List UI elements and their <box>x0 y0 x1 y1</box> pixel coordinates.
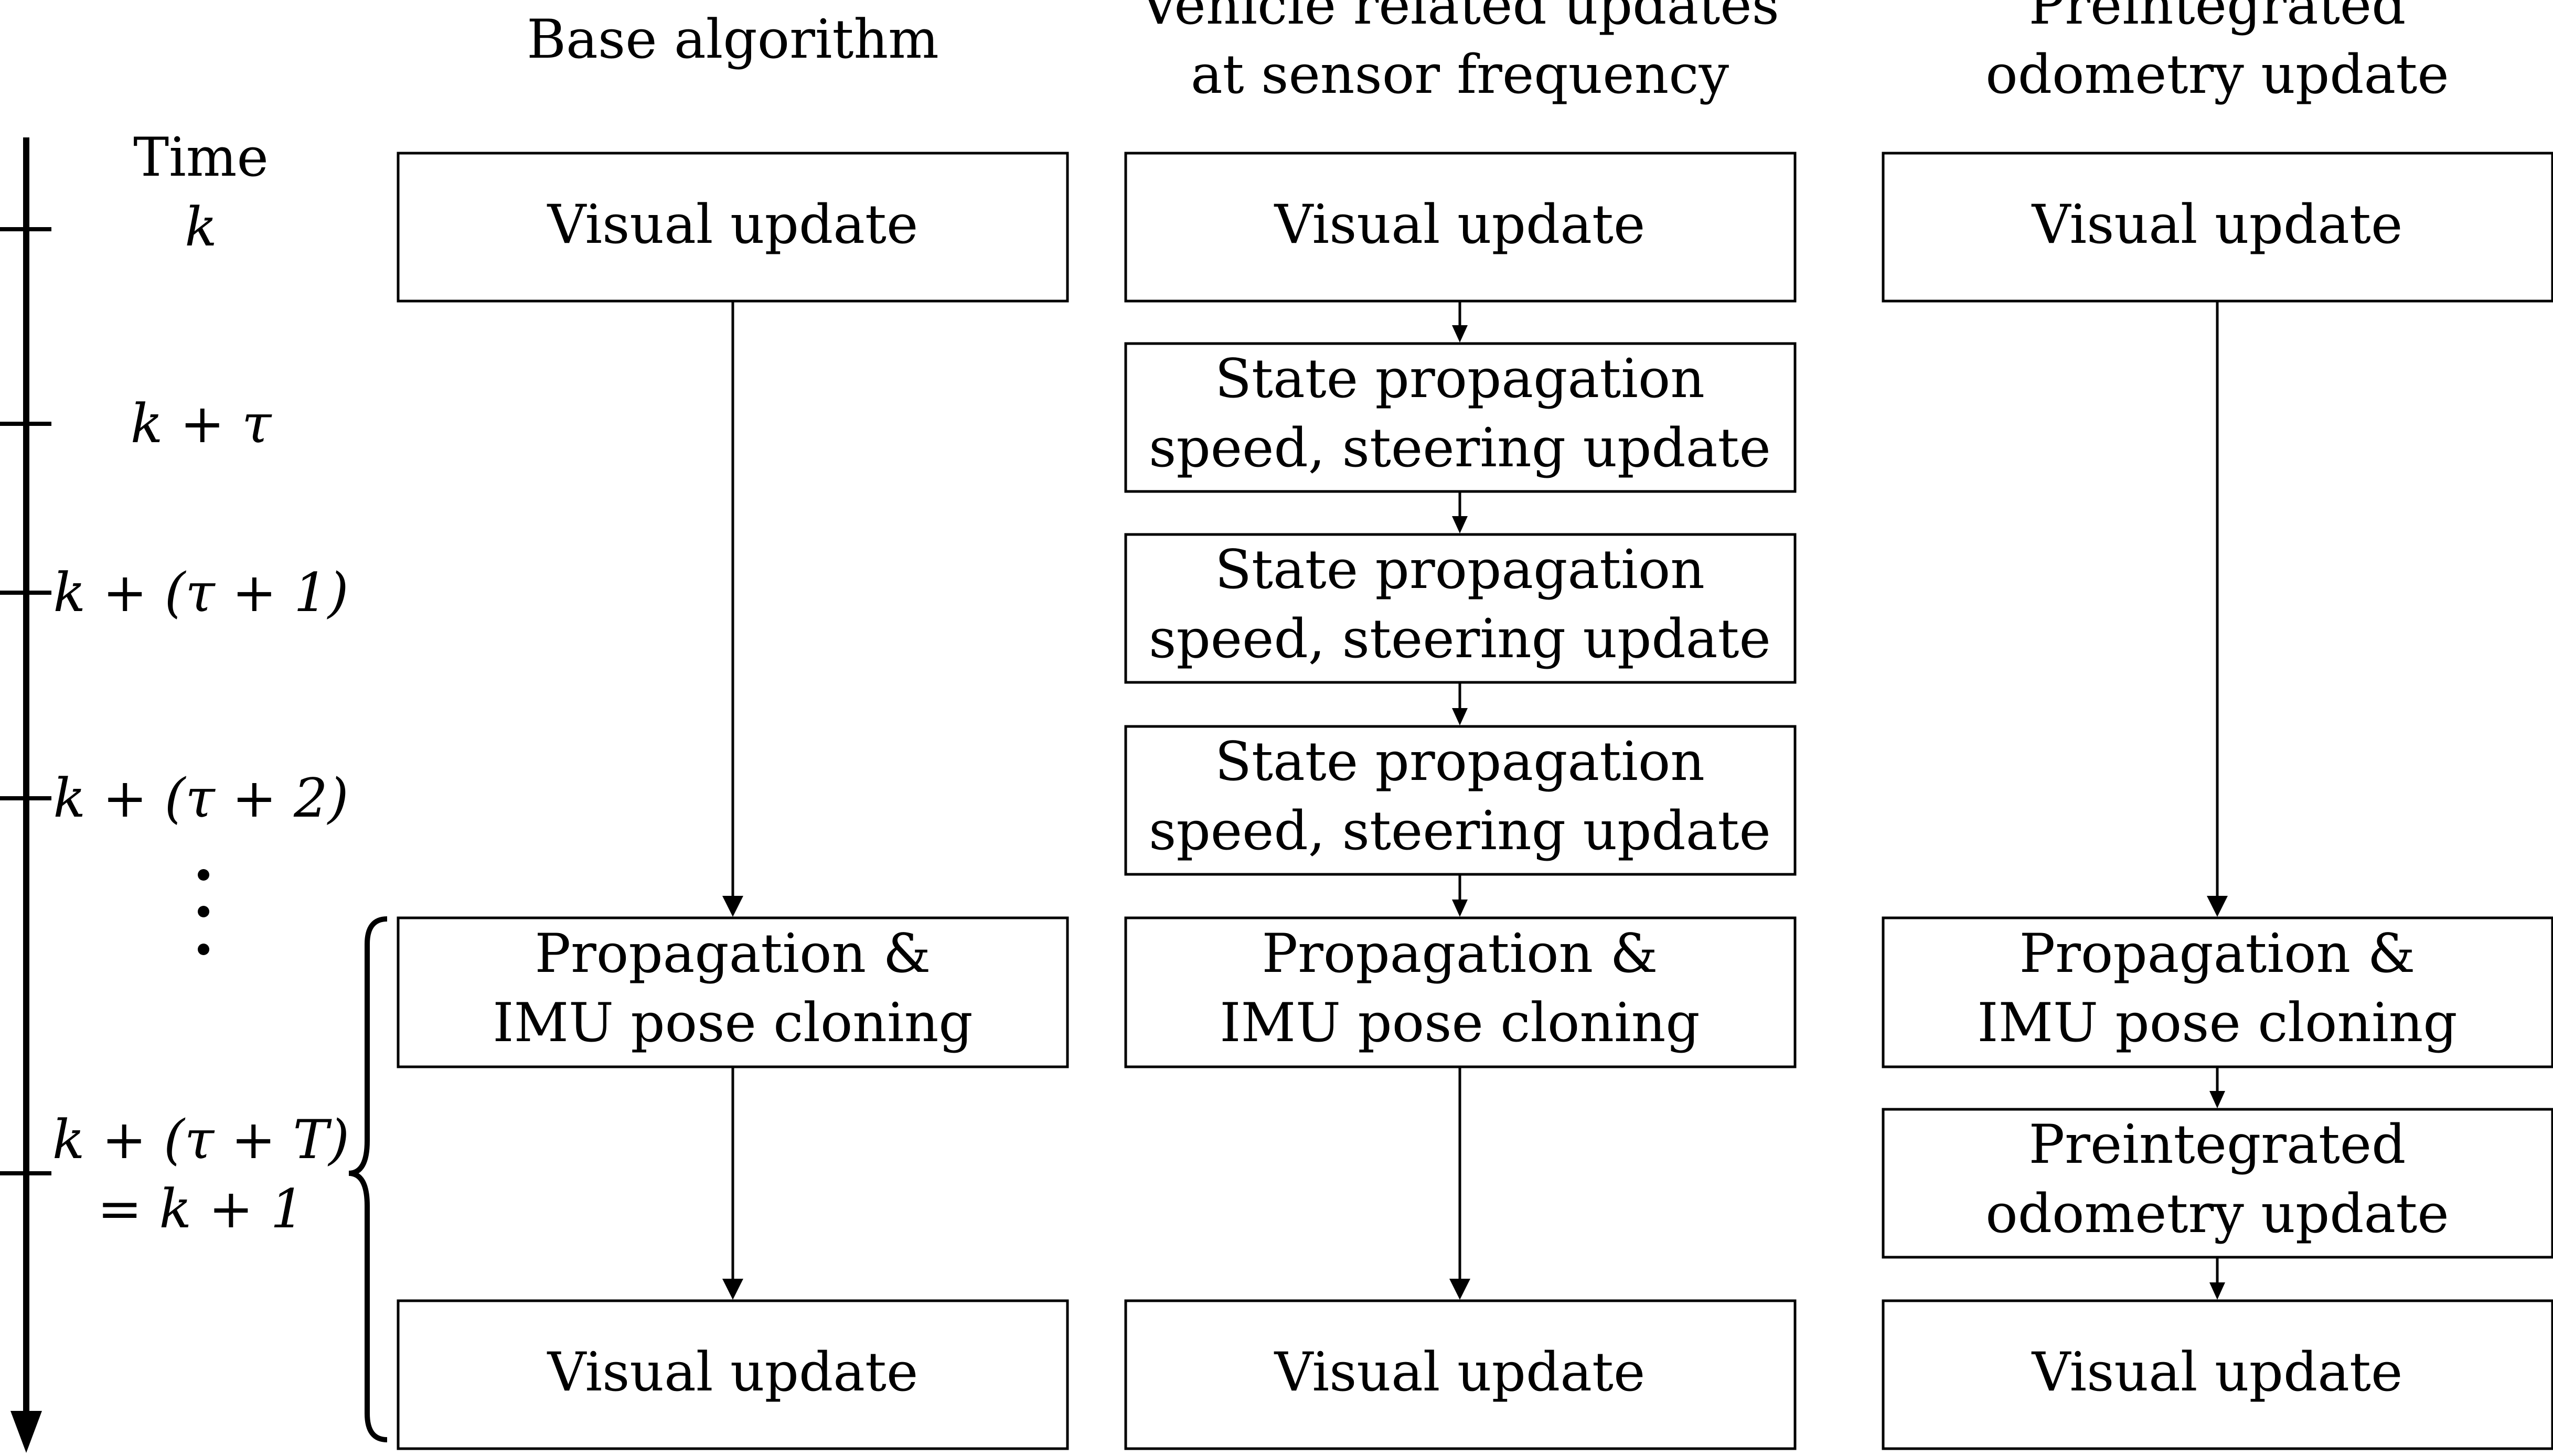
header-preintegrated-odometry: Preintegrated odometry update <box>1985 0 2449 106</box>
text-line: k + (τ + T) <box>52 1109 349 1171</box>
text-line: Vehicle related updates <box>1140 0 1779 37</box>
text-line: Propagation & <box>2020 923 2416 985</box>
text-line: Preintegrated <box>2029 0 2406 37</box>
text-line: Propagation & <box>535 923 931 985</box>
vehicle-state-propagation-2: State propagation speed, steering update <box>1124 533 1797 684</box>
time-label-k-tau-1: k + (τ + 1) <box>53 562 348 624</box>
box-label: Visual update <box>1274 1341 1646 1404</box>
text-line: State propagation <box>1215 539 1705 601</box>
text-line: IMU pose cloning <box>493 992 973 1054</box>
text-line: speed, steering update <box>1149 417 1771 479</box>
box-label: Visual update <box>1274 194 1646 256</box>
time-label-k-tau-T: k + (τ + T) = k + 1 <box>52 1109 349 1240</box>
text-line: k + (τ + 1) <box>53 562 348 624</box>
box-label: Visual update <box>547 194 918 256</box>
base-propagation-cloning: Propagation & IMU pose cloning <box>397 916 1069 1068</box>
text-line: Time <box>133 126 269 189</box>
base-visual-update-top: Visual update <box>397 152 1069 303</box>
box-label: State propagation speed, steering update <box>1149 539 1771 670</box>
header-vehicle-updates: Vehicle related updates at sensor frequen… <box>1140 0 1779 106</box>
text-line: Visual update <box>2032 1341 2403 1404</box>
time-step-brace <box>348 916 388 1442</box>
box-label: Visual update <box>2032 1341 2403 1404</box>
box-label: Visual update <box>2032 194 2403 256</box>
text-line: speed, steering update <box>1149 608 1771 670</box>
time-axis-arrowhead <box>10 1411 42 1453</box>
box-label: State propagation speed, steering update <box>1149 731 1771 862</box>
time-axis-title: Time <box>133 126 269 189</box>
box-label: Propagation & IMU pose cloning <box>1220 923 1700 1054</box>
text-line: Visual update <box>547 1341 918 1404</box>
text-line: Visual update <box>1274 194 1646 256</box>
box-label: Visual update <box>547 1341 918 1404</box>
time-label-k-tau-2: k + (τ + 2) <box>53 767 348 830</box>
vehicle-propagation-cloning: Propagation & IMU pose cloning <box>1124 916 1797 1068</box>
text-line: IMU pose cloning <box>1220 992 1700 1054</box>
preint-propagation-cloning: Propagation & IMU pose cloning <box>1882 916 2553 1068</box>
preint-odometry-update: Preintegrated odometry update <box>1882 1108 2553 1259</box>
preint-visual-update-top: Visual update <box>1882 152 2553 303</box>
box-label: Preintegrated odometry update <box>1985 1114 2449 1245</box>
text-line: Visual update <box>2032 194 2403 256</box>
vehicle-visual-update-bottom: Visual update <box>1124 1299 1797 1450</box>
box-label: Propagation & IMU pose cloning <box>1977 923 2457 1054</box>
box-label: Propagation & IMU pose cloning <box>493 923 973 1054</box>
vehicle-visual-update-top: Visual update <box>1124 152 1797 303</box>
header-base-algorithm: Base algorithm <box>527 8 939 71</box>
box-label: State propagation speed, steering update <box>1149 348 1771 479</box>
preint-arrows <box>2207 301 2228 1300</box>
base-visual-update-bottom: Visual update <box>397 1299 1069 1450</box>
text-line: State propagation <box>1215 731 1705 793</box>
text-line: State propagation <box>1215 348 1705 410</box>
text-line: odometry update <box>1985 44 2449 106</box>
text-line: Preintegrated <box>2029 1114 2406 1176</box>
preint-visual-update-bottom: Visual update <box>1882 1299 2553 1450</box>
text-line: at sensor frequency <box>1191 44 1729 106</box>
time-label-k: k <box>185 196 217 259</box>
text-line: Visual update <box>547 194 918 256</box>
text-line: k + (τ + 2) <box>53 767 348 830</box>
ellipsis-dots <box>198 869 209 955</box>
vehicle-state-propagation-1: State propagation speed, steering update <box>1124 342 1797 493</box>
text-line: Base algorithm <box>527 8 939 71</box>
base-arrows <box>722 301 743 1300</box>
text-line: k + τ <box>131 393 272 455</box>
text-line: IMU pose cloning <box>1977 992 2457 1054</box>
text-line: k <box>185 196 217 259</box>
text-line: Propagation & <box>1262 923 1658 985</box>
text-line: Visual update <box>1274 1341 1646 1404</box>
text-line: speed, steering update <box>1149 800 1771 862</box>
vehicle-arrows <box>1449 301 1470 1300</box>
vehicle-state-propagation-3: State propagation speed, steering update <box>1124 725 1797 876</box>
text-line: odometry update <box>1985 1183 2449 1245</box>
time-label-k-tau: k + τ <box>131 393 272 455</box>
text-line: = k + 1 <box>98 1178 305 1240</box>
